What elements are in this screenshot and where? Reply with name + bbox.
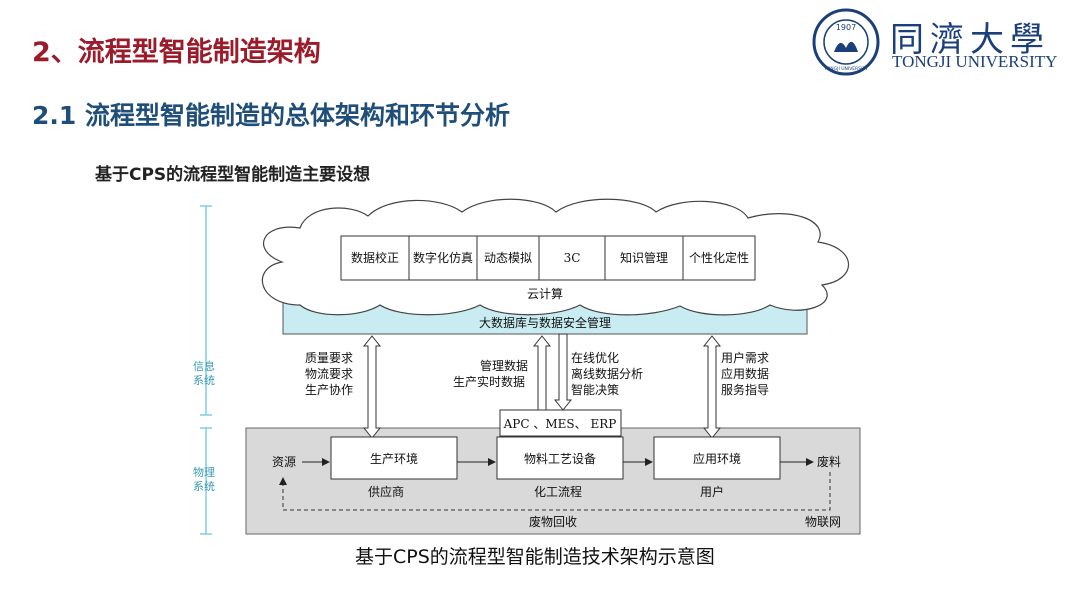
box-label: 应用环境 <box>693 451 741 466</box>
source-label: 资源 <box>272 455 296 469</box>
waste-label: 废料 <box>817 454 841 469</box>
slide-subtitle: 2.1 流程型智能制造的总体架构和环节分析 <box>32 101 510 130</box>
application-environment-box <box>653 436 781 480</box>
info-system-bracket <box>200 205 212 416</box>
diagram-caption: 基于CPS的流程型智能制造主要设想 <box>95 165 371 185</box>
module-label: 动态模拟 <box>484 251 532 265</box>
info-system-label: 信息系统 <box>193 359 215 387</box>
module-box <box>538 235 606 281</box>
down-arrow-icon <box>553 333 573 411</box>
module-label: 数据校正 <box>351 250 399 265</box>
mid-right-arrow-text: 在线优化 离线数据分析 智能决策 <box>571 351 647 397</box>
mid-left-arrow-text: 管理数据 生产实时数据 <box>453 358 532 389</box>
iot-label: 物联网 <box>805 515 841 529</box>
apc-mes-erp-label: APC 、MES、 ERP <box>503 417 617 431</box>
university-name-en: TONGJI UNIVERSITY <box>892 52 1058 71</box>
production-environment-box <box>330 436 458 480</box>
module-label: 3C <box>564 251 581 265</box>
seal-year: 1907 <box>836 23 856 32</box>
module-box <box>476 235 540 281</box>
slide-title: 2、流程型智能制造架构 <box>32 37 321 68</box>
bigdata-label: 大数据库与数据安全管理 <box>479 315 611 330</box>
module-label: 知识管理 <box>620 250 668 265</box>
box-label: 生产环境 <box>370 451 418 466</box>
seal-text: TONGJI UNIVERSITY <box>823 66 868 72</box>
physical-system-label: 物理系统 <box>193 465 215 493</box>
double-arrow-icon <box>702 335 722 439</box>
material-process-equipment-box <box>496 436 624 480</box>
university-name-cn: 同濟大學 <box>890 20 1050 60</box>
module-label: 个性化定性 <box>689 250 749 265</box>
data-flow-arrows <box>362 333 722 439</box>
recycle-label: 废物回收 <box>529 514 577 529</box>
cloud-computing-label: 云计算 <box>527 286 563 301</box>
recycle-loop-arrow <box>279 472 831 511</box>
university-seal-icon: 1907 TONGJI UNIVERSITY <box>812 8 880 76</box>
up-arrow-icon <box>532 335 552 411</box>
module-label: 数字化仿真 <box>413 250 473 265</box>
left-arrow-text: 质量要求 物流要求 生产协作 <box>305 351 357 397</box>
right-arrow-text: 用户需求 应用数据 服务指导 <box>721 350 773 397</box>
module-box <box>604 235 684 281</box>
cloud-modules: 数据校正 数字化仿真 动态模拟 3C 知识管理 个性化定性 <box>340 235 756 281</box>
box-sublabel: 用户 <box>700 484 724 499</box>
apc-mes-erp-box <box>499 409 622 437</box>
box-sublabel: 化工流程 <box>534 484 582 499</box>
double-arrow-icon <box>362 335 382 439</box>
box-label: 物料工艺设备 <box>524 452 596 466</box>
university-logo: 1907 TONGJI UNIVERSITY 同濟大學 TONGJI UNIVE… <box>812 8 1074 80</box>
module-box <box>682 235 756 281</box>
box-sublabel: 供应商 <box>368 484 404 499</box>
figure-caption: 基于CPS的流程型智能制造技术架构示意图 <box>355 546 715 568</box>
physical-system-bracket <box>200 427 212 535</box>
